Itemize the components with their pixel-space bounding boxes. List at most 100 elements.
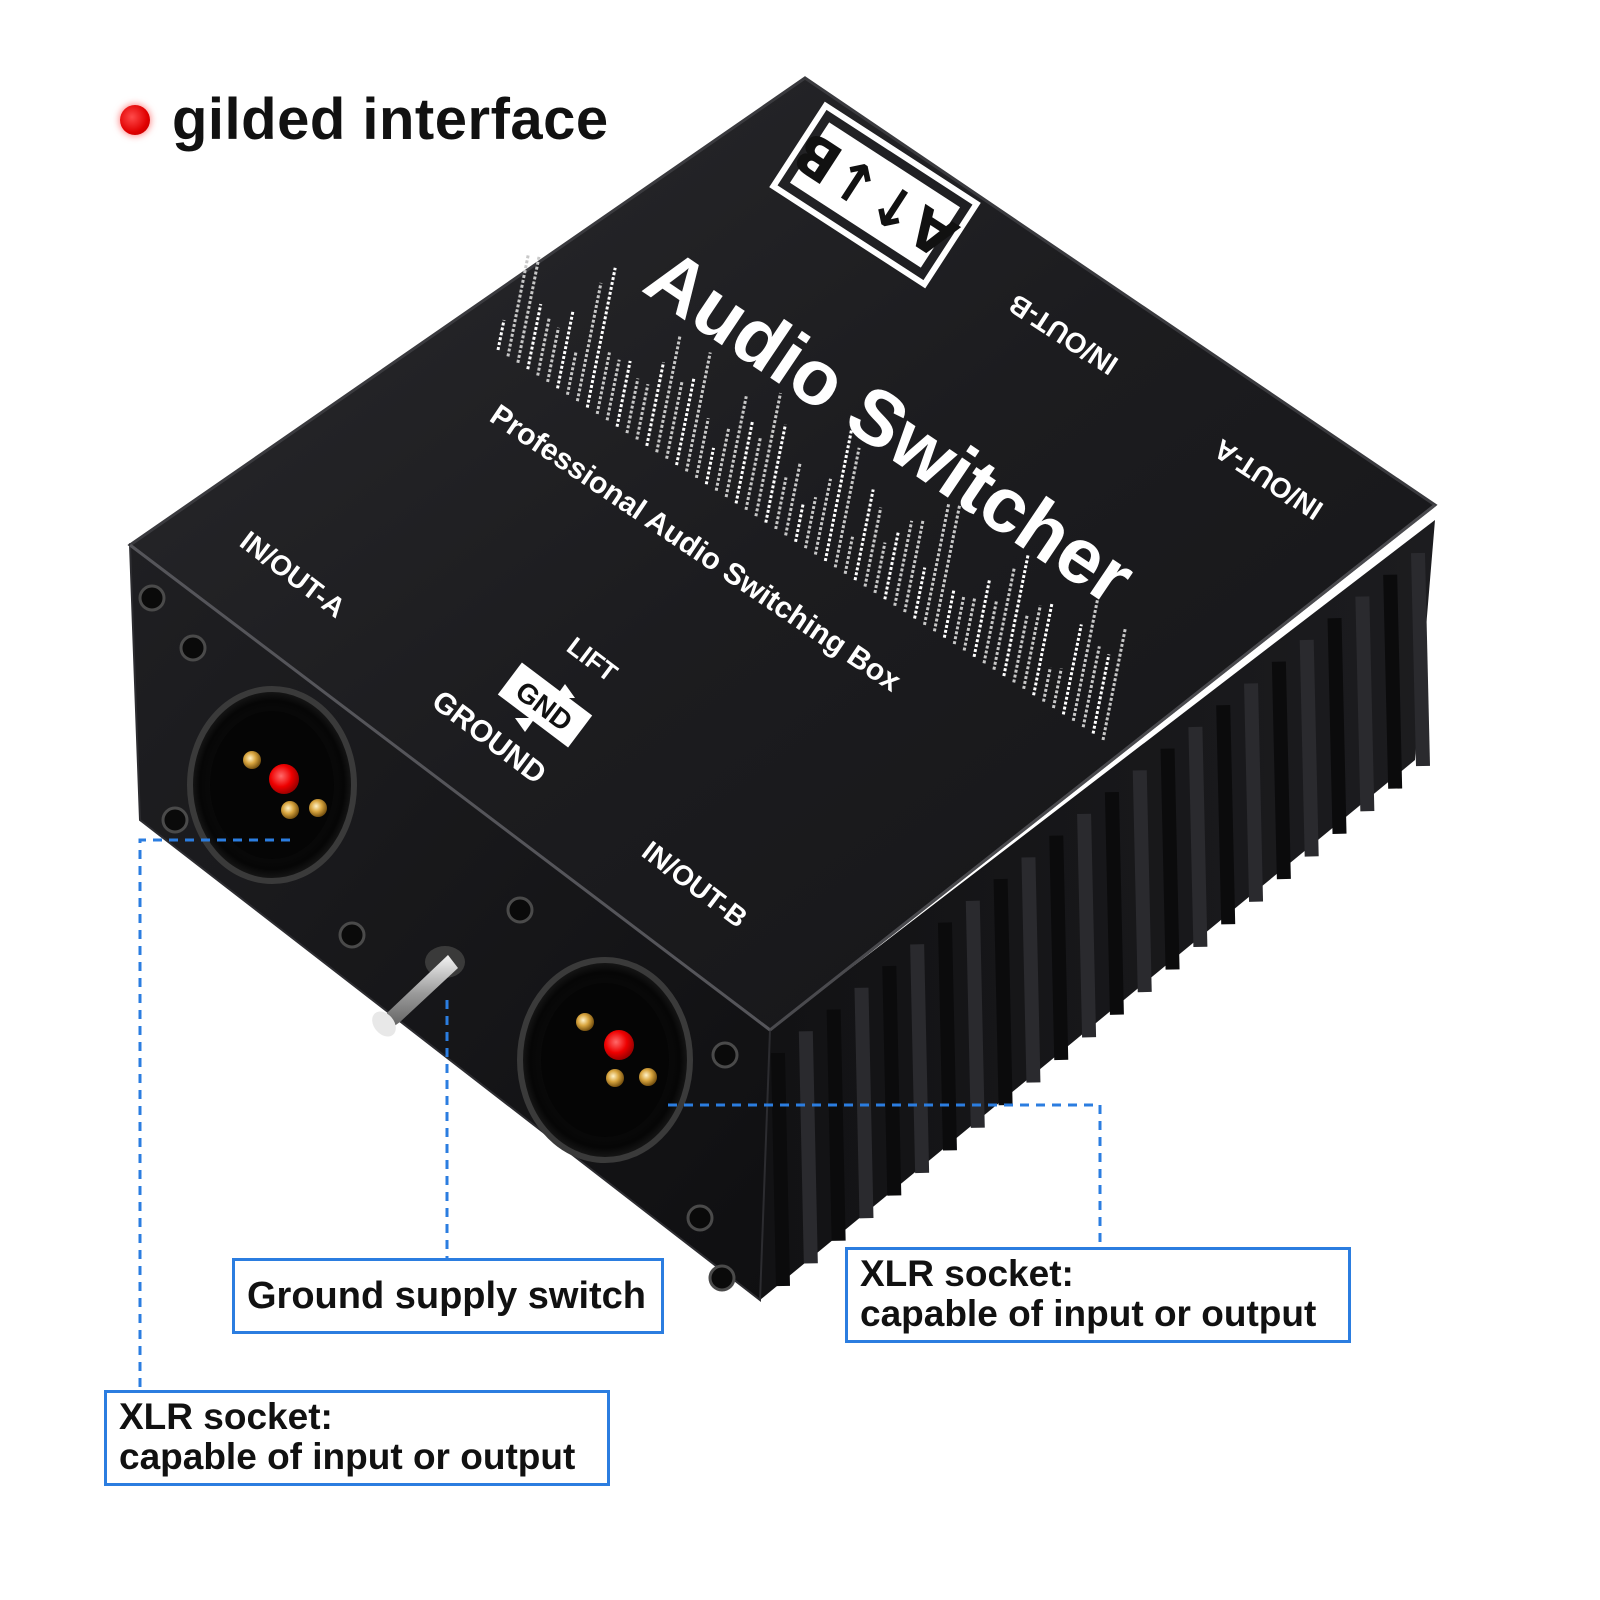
heat-sink-fin <box>993 878 1013 1106</box>
heat-sink-fin <box>1327 618 1347 834</box>
xlr-pin <box>639 1068 657 1086</box>
heat-sink-fin <box>1383 574 1403 789</box>
equalizer-bar <box>605 359 621 421</box>
heat-sink-fin <box>1049 835 1069 1061</box>
equalizer-bar <box>684 352 712 472</box>
heat-sink-fin <box>1021 857 1041 1083</box>
equalizer-graphic <box>496 254 1127 741</box>
equalizer-bar <box>764 424 787 523</box>
front-edge-highlight <box>129 543 771 1032</box>
equalizer-bar <box>645 361 665 447</box>
heat-sink-fin <box>798 1031 818 1264</box>
heat-sink-fin <box>1188 726 1208 948</box>
heat-sink-fin <box>937 922 957 1151</box>
equalizer-bar <box>1081 646 1101 728</box>
equalizer-bar <box>734 419 755 504</box>
equalizer-bar <box>1101 628 1127 741</box>
red-dot-icon <box>120 104 150 135</box>
ground-switch-callout: Ground supply switch <box>232 1258 664 1334</box>
equalizer-bar <box>1032 602 1054 696</box>
equalizer-bar <box>853 489 875 581</box>
ground-arrow-icon <box>515 718 535 732</box>
equalizer-bar <box>625 378 640 434</box>
heat-sink-fin <box>910 944 930 1174</box>
headline-text: gilded interface <box>172 87 609 152</box>
equalizer-bar <box>1042 666 1052 702</box>
ground-switch-lever[interactable] <box>367 946 465 1041</box>
heat-sink-fins <box>771 552 1430 1287</box>
equalizer-bar <box>754 392 782 517</box>
equalizer-bar <box>694 417 710 479</box>
equalizer-bar <box>784 461 802 536</box>
callout-leader-lines <box>138 838 1102 1390</box>
xlr-right-callout: XLR socket: capable of input or output <box>845 1247 1351 1343</box>
heat-sink-fin <box>1411 552 1430 767</box>
equalizer-bar <box>794 502 805 543</box>
equalizer-bar <box>843 536 855 575</box>
heat-sink-fin <box>854 987 874 1219</box>
equalizer-bar <box>595 352 611 415</box>
equalizer-bar <box>516 255 541 364</box>
equalizer-bar <box>952 595 966 645</box>
equalizer-bar <box>992 567 1016 670</box>
equalizer-bar <box>883 531 900 600</box>
heat-sink-fin <box>1077 813 1097 1038</box>
equalizer-bar <box>635 383 650 440</box>
equalizer-bar <box>932 505 961 632</box>
equalizer-bar <box>962 598 977 651</box>
xlr-center-indicator <box>269 764 299 794</box>
xlr-pin <box>281 801 299 819</box>
equalizer-bar <box>1002 555 1030 677</box>
equalizer-bar <box>615 360 632 428</box>
equalizer-bar <box>506 254 530 357</box>
xlr-right-callout-line2: capable of input or output <box>860 1293 1317 1334</box>
heat-sink-fin <box>1104 791 1124 1015</box>
heat-sink-fin <box>1160 748 1180 970</box>
equalizer-bar <box>724 395 748 498</box>
xlr-socket-b[interactable] <box>517 957 693 1163</box>
equalizer-bar <box>1051 668 1063 709</box>
xlr-pin <box>606 1069 624 1087</box>
equalizer-bar <box>942 589 956 638</box>
equalizer-bar <box>744 436 763 511</box>
equalizer-bar <box>1012 613 1029 683</box>
xlr-pin <box>576 1013 594 1031</box>
equalizer-bar <box>546 327 560 383</box>
equalizer-bar <box>873 542 887 594</box>
equalizer-bar <box>803 496 818 549</box>
equalizer-bar <box>823 429 854 562</box>
equalizer-bar <box>556 310 575 389</box>
equalizer-bar <box>903 520 925 613</box>
heat-sink-fin <box>965 900 985 1128</box>
heat-sink-fin <box>1216 705 1236 925</box>
xlr-center-indicator <box>604 1030 634 1060</box>
xlr-left-callout-line2: capable of input or output <box>119 1436 576 1477</box>
equalizer-bar <box>913 567 927 619</box>
equalizer-bar <box>526 303 543 370</box>
equalizer-bar <box>585 267 617 408</box>
equalizer-bar <box>1071 600 1099 722</box>
heat-sink-fin <box>1355 596 1375 812</box>
xlr-pin <box>309 799 327 817</box>
heat-sink-fin <box>882 965 902 1196</box>
equalizer-bar <box>565 351 578 396</box>
equalizer-bar <box>813 478 833 555</box>
equalizer-bar <box>893 520 914 607</box>
equalizer-bar <box>1022 605 1042 690</box>
equalizer-bar <box>1091 654 1111 734</box>
xlr-pin <box>243 751 261 769</box>
heat-sink-fin <box>1244 683 1264 902</box>
equalizer-bar <box>1061 624 1083 715</box>
side-edge-highlight <box>769 503 1436 1032</box>
equalizer-bar <box>496 319 506 351</box>
heat-sink-fin <box>826 1009 846 1241</box>
screw-icons <box>138 584 739 1292</box>
xlr-left-callout: XLR socket: capable of input or output <box>104 1390 610 1486</box>
equalizer-bar <box>714 427 731 491</box>
equalizer-bar <box>833 447 861 568</box>
xlr-left-callout-line1: XLR socket: <box>119 1396 333 1437</box>
xlr-socket-a[interactable] <box>187 686 357 884</box>
equalizer-bar <box>863 507 883 587</box>
headline: gilded interface <box>120 86 609 153</box>
